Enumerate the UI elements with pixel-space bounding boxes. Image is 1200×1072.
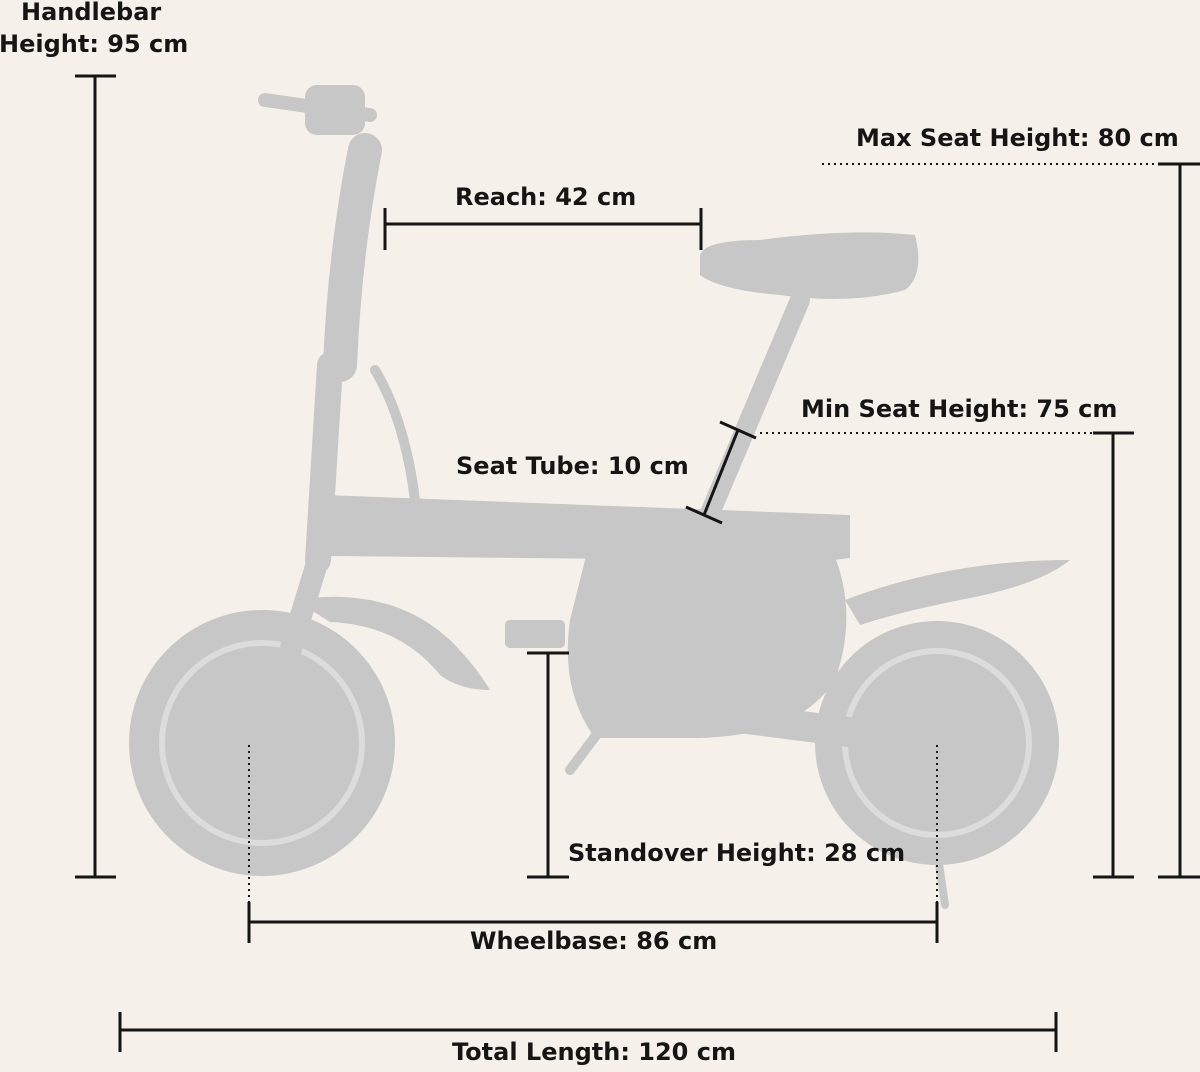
handlebar-controls bbox=[305, 85, 365, 135]
saddle bbox=[700, 232, 919, 299]
rear-fender bbox=[845, 560, 1070, 625]
standover-height-dimension bbox=[527, 651, 569, 879]
reach-dimension bbox=[383, 208, 703, 250]
min-seat-height-label: Min Seat Height: 75 cm bbox=[801, 395, 1118, 423]
rear-stand bbox=[933, 846, 949, 909]
min-seat-height-dimension bbox=[760, 431, 1134, 879]
battery-housing bbox=[567, 540, 847, 738]
head-tube bbox=[305, 352, 343, 573]
wheelbase-dimension bbox=[247, 745, 939, 943]
brake-cable bbox=[370, 365, 420, 505]
handlebar-height-label-line1: Handlebar bbox=[21, 0, 162, 26]
rear-hub-motor bbox=[882, 688, 992, 798]
pedal bbox=[505, 620, 565, 648]
handlebar-height-label-line2: Height: 95 cm bbox=[0, 30, 189, 58]
bike-silhouette bbox=[129, 85, 1070, 909]
total-length-label: Total Length: 120 cm bbox=[452, 1038, 736, 1066]
max-seat-height-dimension bbox=[822, 162, 1200, 879]
front-fork bbox=[251, 549, 329, 754]
front-fender bbox=[295, 596, 490, 690]
seat-post bbox=[695, 290, 810, 535]
front-wheel-rim bbox=[159, 640, 365, 846]
chain-guard bbox=[585, 685, 925, 755]
seat-tube-dimension bbox=[685, 420, 757, 525]
standover-height-label: Standover Height: 28 cm bbox=[568, 839, 906, 867]
reach-label: Reach: 42 cm bbox=[455, 183, 637, 211]
max-seat-height-label: Max Seat Height: 80 cm bbox=[856, 124, 1179, 152]
wheelbase-label: Wheelbase: 86 cm bbox=[470, 927, 718, 955]
handlebar-stem bbox=[323, 133, 382, 382]
total-length-dimension bbox=[118, 1012, 1058, 1052]
seat-tube-label: Seat Tube: 10 cm bbox=[456, 452, 689, 480]
handlebar-height-dimension bbox=[75, 74, 116, 879]
kickstand bbox=[565, 725, 605, 775]
